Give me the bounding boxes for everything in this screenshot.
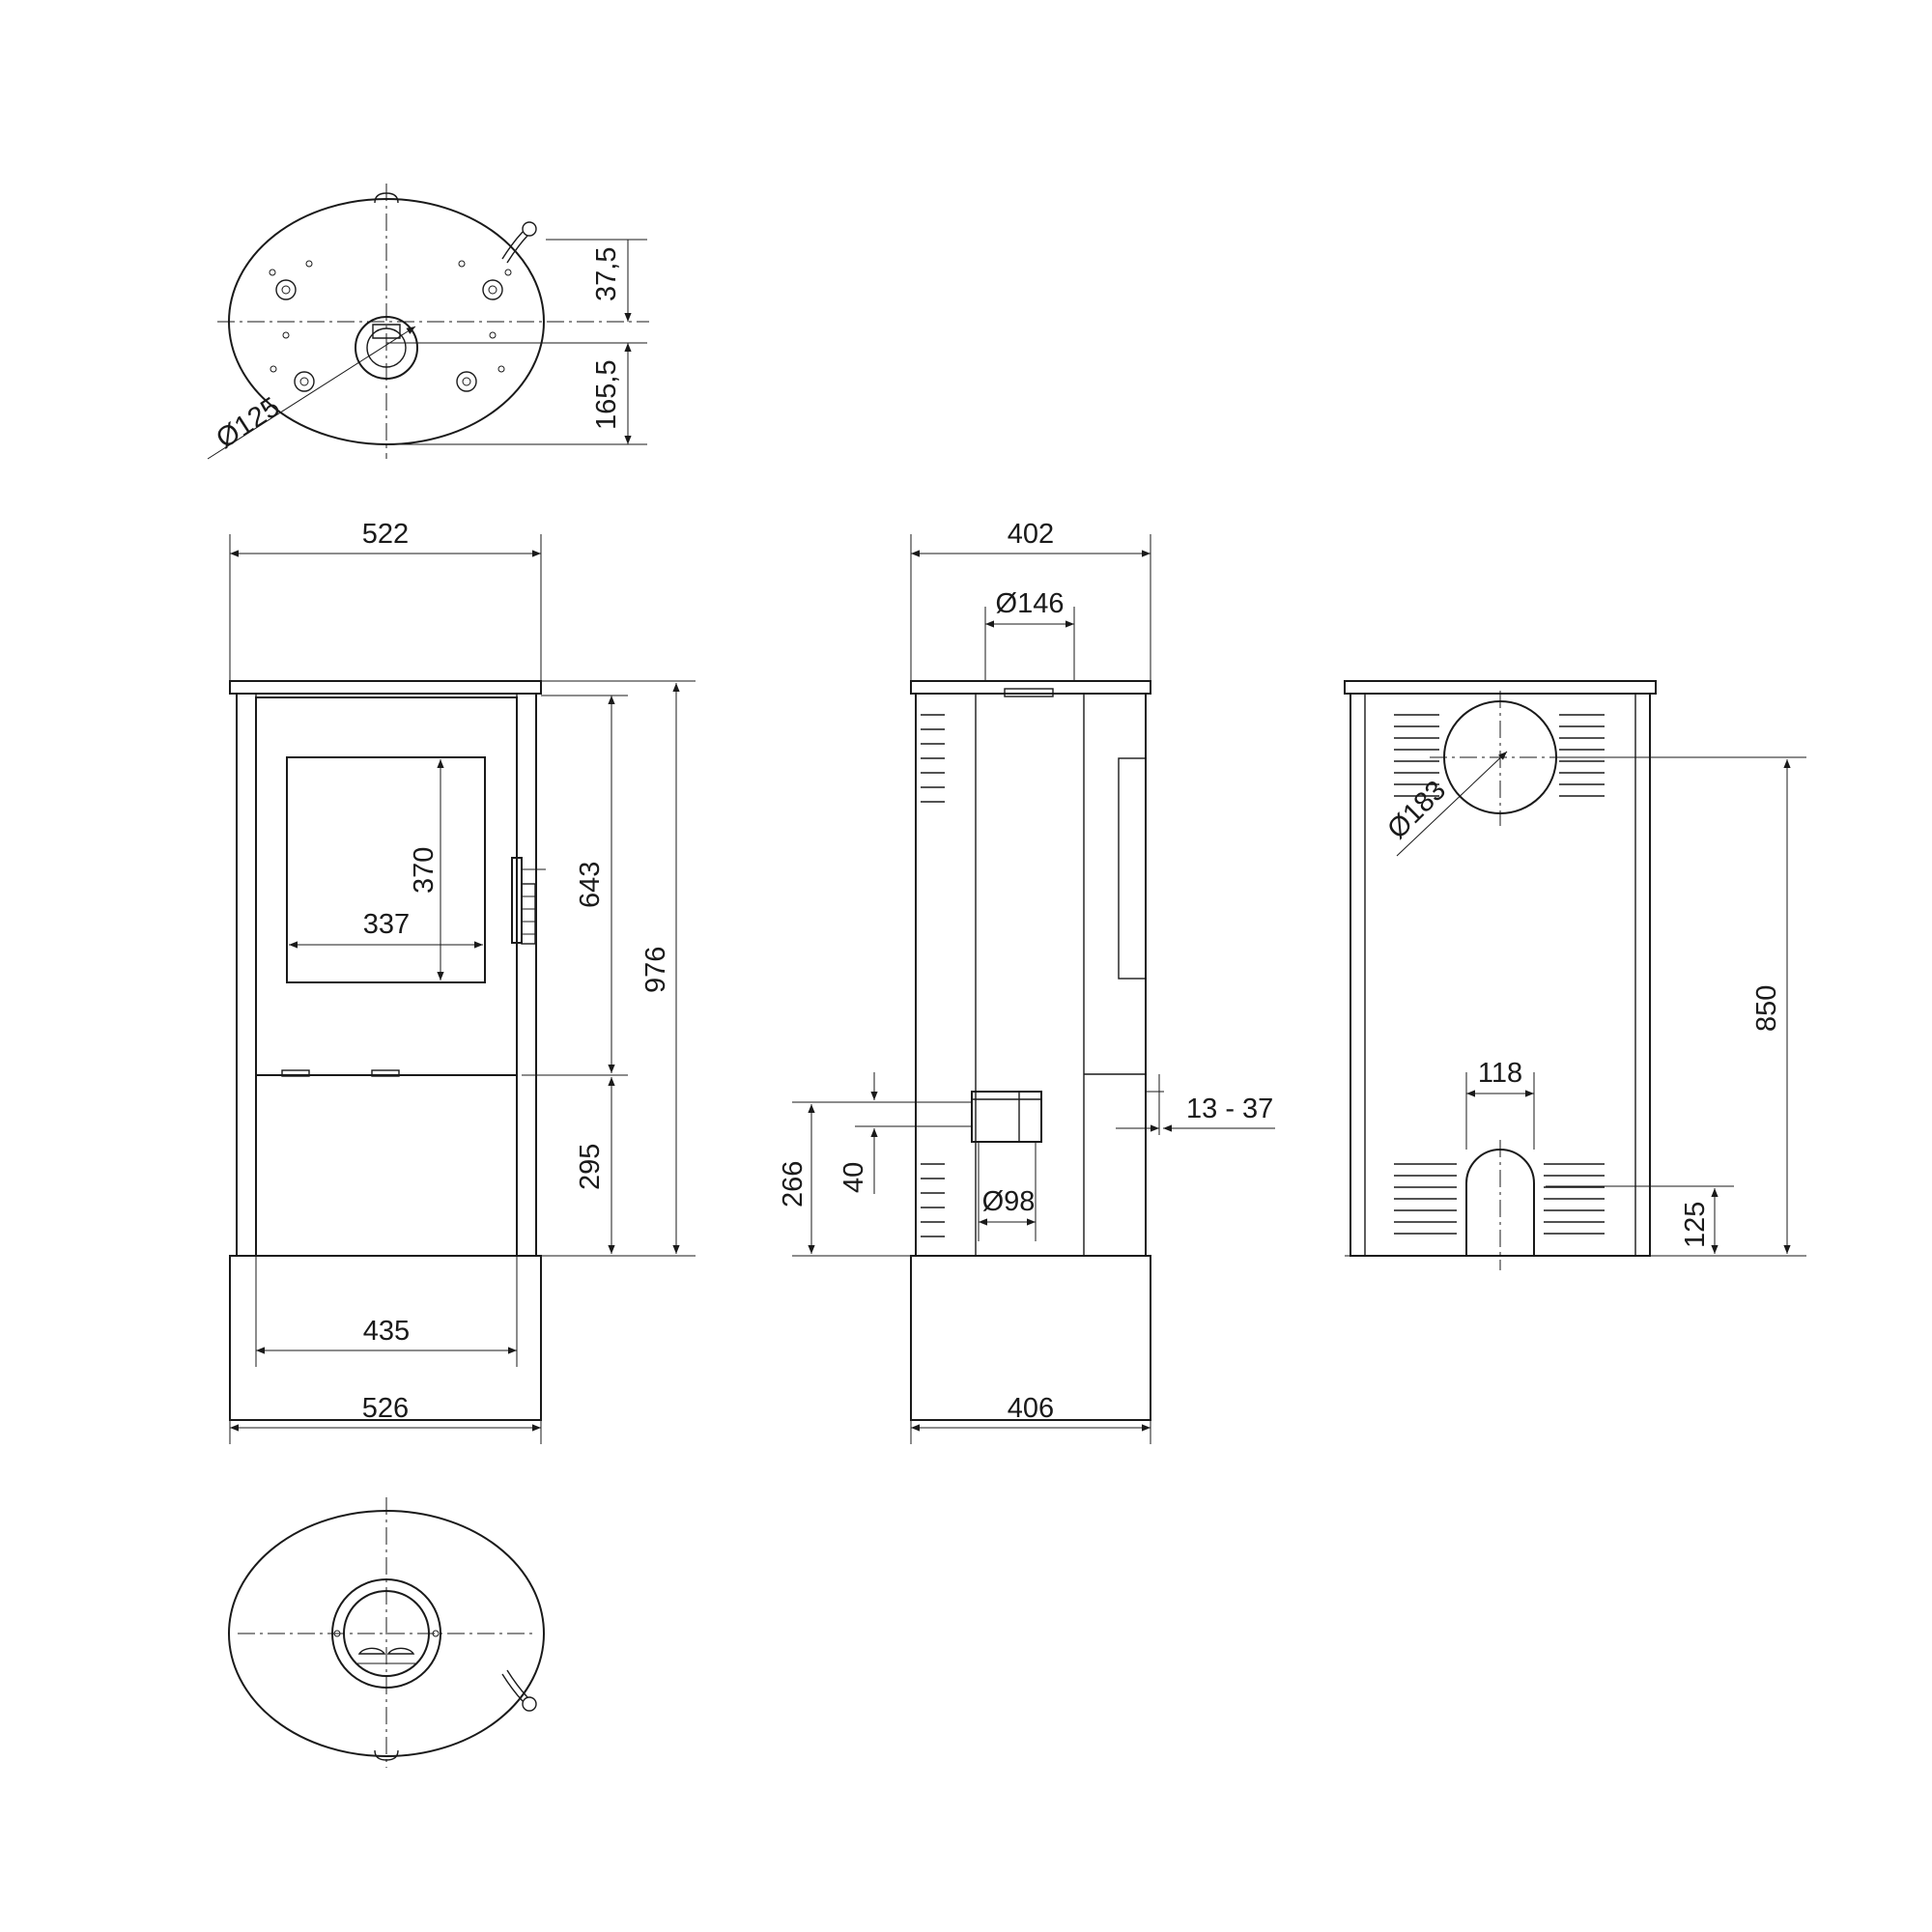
dim-back-flue-dia: Ø183 <box>1381 775 1452 845</box>
dim-top-offset-b: 165,5 <box>591 359 622 430</box>
dim-top-offset-a: 37,5 <box>591 247 622 301</box>
flue-outlet-top <box>355 316 418 380</box>
side-view: 402 Ø146 266 40 Ø98 13 - 37 406 <box>778 519 1275 1444</box>
dim-front-width-top: 522 <box>362 519 409 550</box>
dim-back-air-height: 125 <box>1680 1202 1711 1248</box>
top-view: Ø125 37,5 165,5 <box>207 184 649 460</box>
dim-side-flue-dia: Ø146 <box>996 588 1065 619</box>
door <box>255 696 518 1076</box>
dim-side-air-height: 266 <box>778 1161 809 1208</box>
glass-window <box>286 756 486 983</box>
back-view: Ø183 850 118 125 <box>1344 680 1806 1270</box>
dim-side-leg-adjust: 13 - 37 <box>1186 1094 1273 1124</box>
lower-panel <box>255 1074 518 1257</box>
handle-icon <box>501 221 537 264</box>
front-view: 522 370 337 643 295 976 435 526 <box>229 519 696 1444</box>
dim-side-depth-top: 402 <box>1008 519 1054 550</box>
back-vents-upper <box>1394 714 1605 797</box>
dim-front-lower-height: 295 <box>575 1144 606 1190</box>
dim-front-door-height: 643 <box>575 862 606 908</box>
dim-side-air-offset: 40 <box>838 1162 869 1193</box>
dim-back-air-width: 118 <box>1478 1058 1522 1089</box>
mount-holes <box>269 260 512 392</box>
front-body <box>236 693 537 1257</box>
dim-top-flue-dia: Ø125 <box>211 391 285 454</box>
dim-front-glass-width: 337 <box>363 909 410 940</box>
dim-front-glass-height: 370 <box>409 847 440 894</box>
air-intake-stub <box>971 1091 1042 1143</box>
dim-back-flue-height: 850 <box>1751 985 1782 1032</box>
dim-front-base-width: 526 <box>362 1393 409 1424</box>
dim-front-total-height: 976 <box>640 947 671 993</box>
handle-icon <box>501 1669 537 1712</box>
dim-side-depth-base: 406 <box>1008 1393 1054 1424</box>
side-vents-upper <box>921 714 945 803</box>
front-base <box>229 1255 542 1421</box>
door-latch-icon <box>521 883 536 945</box>
bottom-view <box>228 1497 545 1768</box>
dim-side-air-dia: Ø98 <box>982 1186 1036 1217</box>
side-vents-lower <box>921 1163 945 1237</box>
dim-front-inner-width: 435 <box>363 1316 410 1347</box>
flue-outlet-bottom <box>331 1578 441 1689</box>
side-body <box>915 693 1147 1257</box>
back-vents-lower <box>1394 1163 1605 1235</box>
side-base <box>910 1255 1151 1421</box>
